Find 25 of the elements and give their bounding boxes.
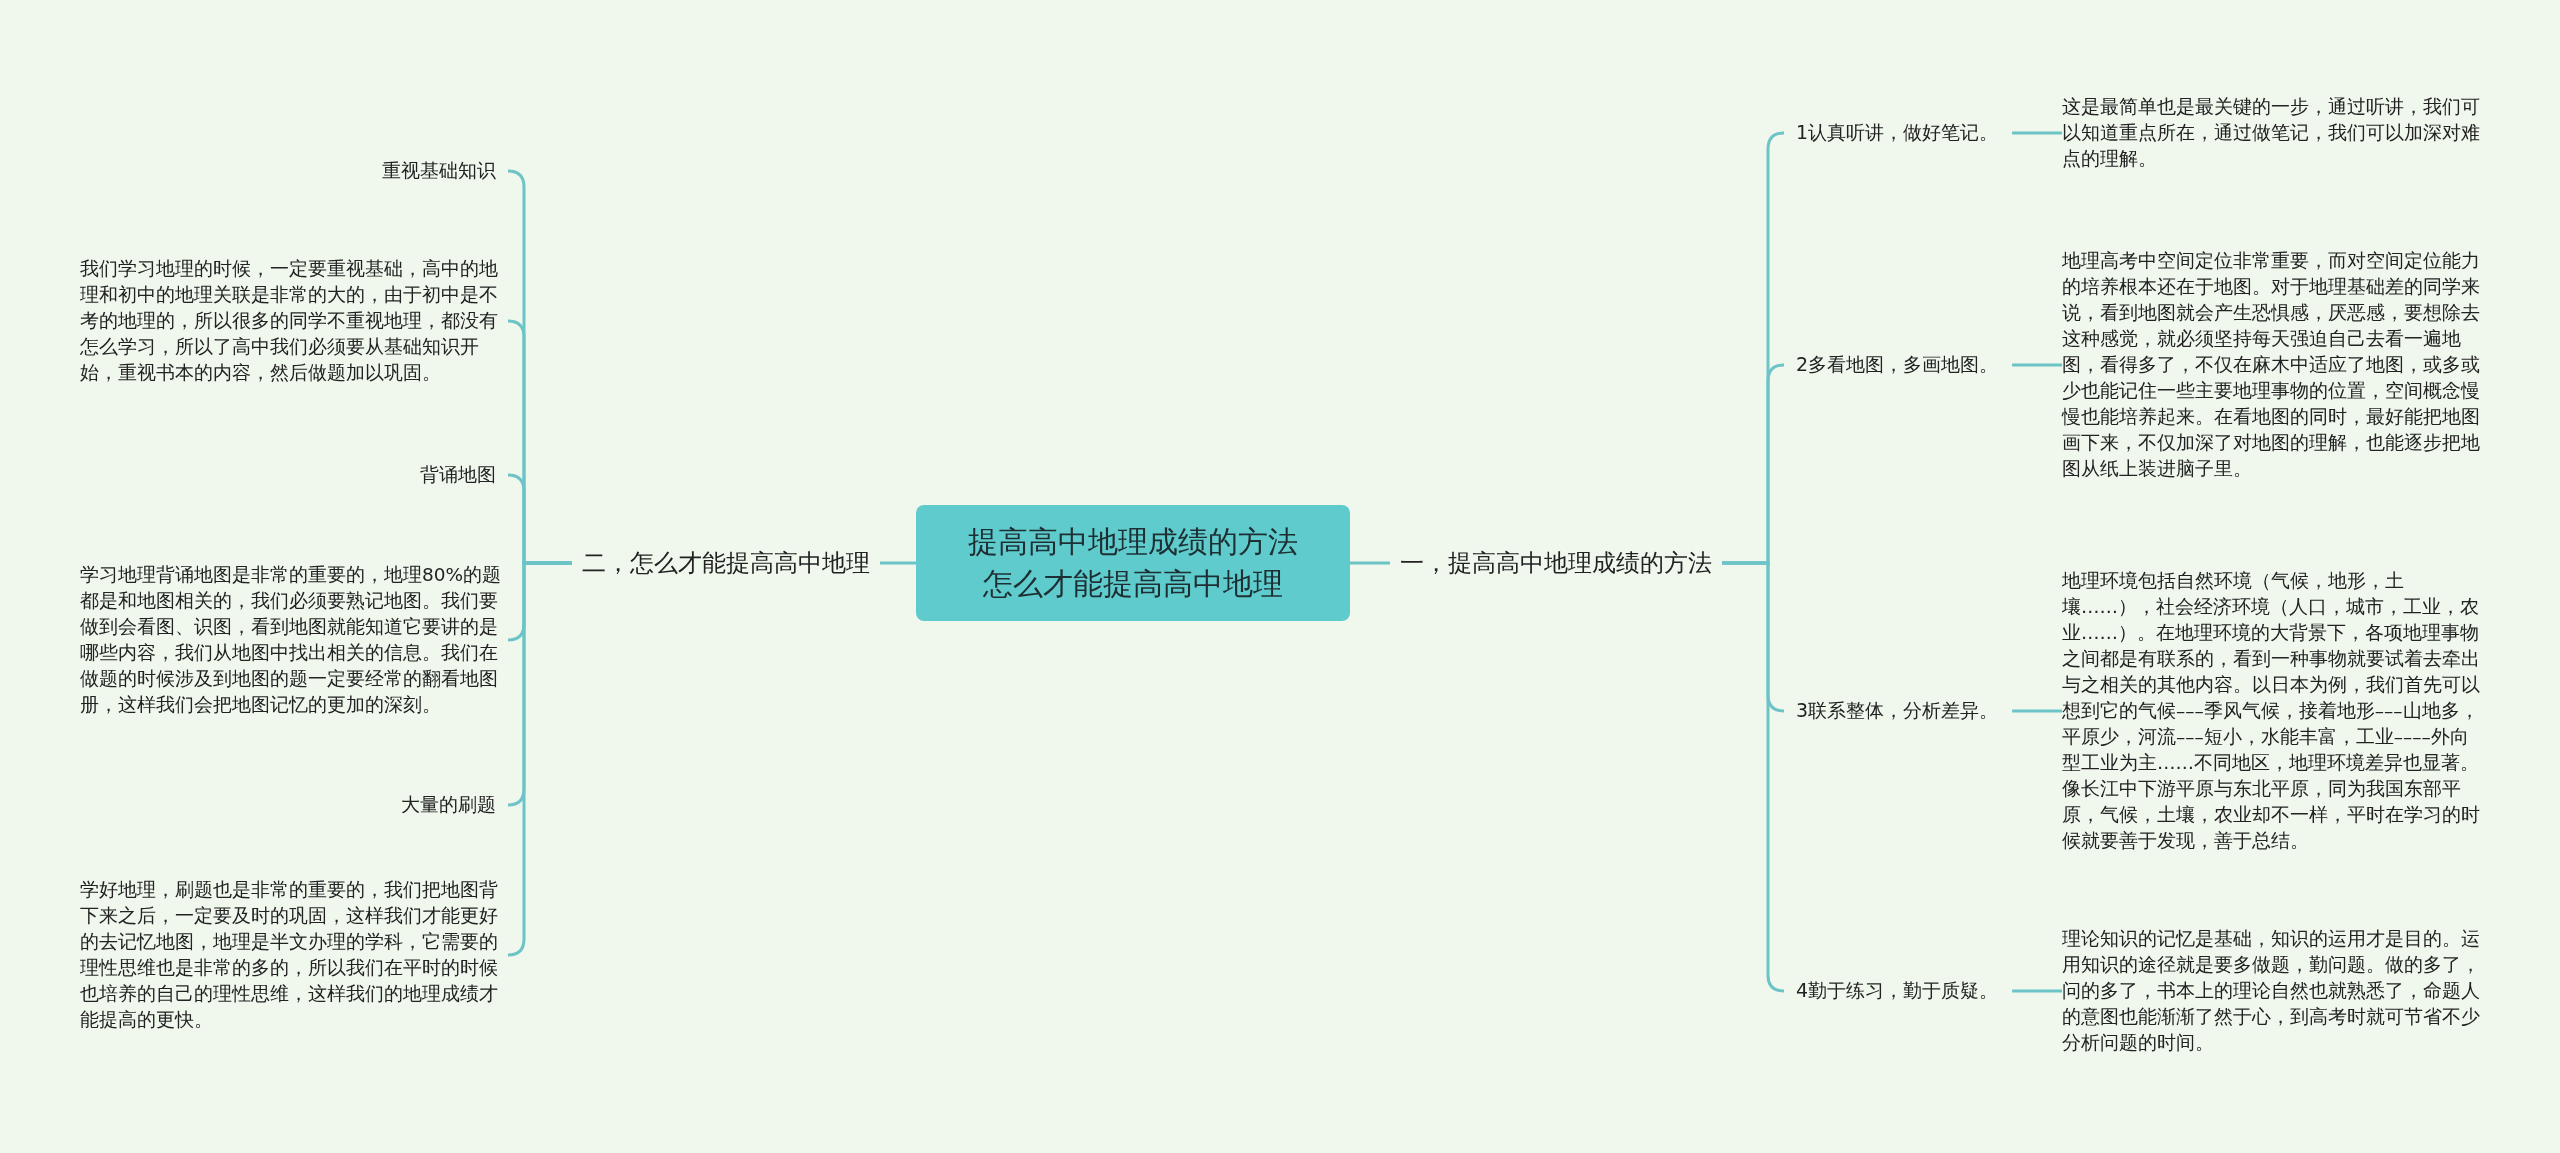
branch-topic: 一，提高高中地理成绩的方法 — [1390, 543, 1722, 583]
connector-line — [880, 561, 916, 565]
description-text: 地理环境包括自然环境（气候，地形，土壤……），社会经济环境（人口，城市，工业，农业……）。在地理环境的大背景下，各项地理事物之间都是有联系的，看到一种事物就要试着去牵出与之相关的其他内容。以日本为例，我们首先可以想到它的气候–––季风气候，接着地形–––山地多，平原少，河流–––短小，水能丰富，工业––––外向型工业为主……不同地区，地理环境差异也显著。像长江中下游平原与东北平原，同为我国东部平原，气候，土壤，农业却不一样，平时在学习的时候就要善于发现，善于总结。 — [2062, 564, 2482, 858]
description-text: 这是最简单也是最关键的一步，通过听讲，我们可以知道重点所在，通过做笔记，我们可以加深对难点的理解。 — [2062, 90, 2482, 176]
description-text: 我们学习地理的时候，一定要重视基础，高中的地理和初中的地理关联是非常的大的，由于初中是不考的地理的，所以很多的同学不重视地理，都没有怎么学习，所以了高中我们必须要从基础知识开始，重视书本的内容，然后做题加以巩固。 — [80, 252, 510, 390]
connector-line — [506, 561, 572, 957]
description-text: 理论知识的记忆是基础，知识的运用才是目的。运用知识的途径就是要多做题，勤问题。做的多了，问的多了，书本上的理论自然也就熟悉了，命题人的意图也能渐渐了然于心，到高考时就可节省不少分析问题的时间。 — [2062, 922, 2482, 1060]
subtopic-label: 重视基础知识 — [368, 154, 510, 188]
subtopic-label: 大量的刷题 — [387, 788, 510, 822]
branch-topic: 二，怎么才能提高高中地理 — [572, 543, 880, 583]
description-text: 学习地理背诵地图是非常的重要的，地理80%的题都是和地图相关的，我们必须要熟记地图。我们要做到会看图、识图，看到地图就能知道它要讲的是哪些内容，我们从地图中找出相关的信息。我们在做题的时候涉及到地图的题一定要经常的翻看地图册，这样我们会把地图记忆的更加的深刻。 — [80, 558, 510, 722]
connector-line — [2012, 131, 2062, 135]
subtopic-label: 1认真听讲，做好笔记。 — [1782, 116, 2013, 150]
connector-line — [1722, 561, 1786, 993]
central-topic: 提高高中地理成绩的方法 怎么才能提高高中地理 — [916, 505, 1350, 621]
subtopic-label: 2多看地图，多画地图。 — [1782, 348, 2013, 382]
connector-line — [1350, 561, 1390, 565]
connector-line — [2012, 363, 2062, 367]
subtopic-label: 3联系整体，分析差异。 — [1782, 694, 2013, 728]
description-text: 学好地理，刷题也是非常的重要的，我们把地图背下来之后，一定要及时的巩固，这样我们才能更好的去记忆地图，地理是半文办理的学科，它需要的理性思维也是非常的多的，所以我们在平时的时候也培养的自己的理性思维，这样我们的地理成绩才能提高的更快。 — [80, 873, 510, 1037]
subtopic-label: 4勤于练习，勤于质疑。 — [1782, 974, 2013, 1008]
connector-line — [2012, 989, 2062, 993]
connector-line — [2012, 709, 2062, 713]
subtopic-label: 背诵地图 — [406, 458, 510, 492]
description-text: 地理高考中空间定位非常重要，而对空间定位能力的培养根本还在于地图。对于地理基础差的同学来说，看到地图就会产生恐惧感，厌恶感，要想除去这种感觉，就必须坚持每天强迫自己去看一遍地图，看得多了，不仅在麻木中适应了地图，或多或少也能记住一些主要地理事物的位置，空间概念慢慢也能培养起来。在看地图的同时，最好能把地图画下来，不仅加深了对地图的理解，也能逐步把地图从纸上装进脑子里。 — [2062, 244, 2482, 486]
